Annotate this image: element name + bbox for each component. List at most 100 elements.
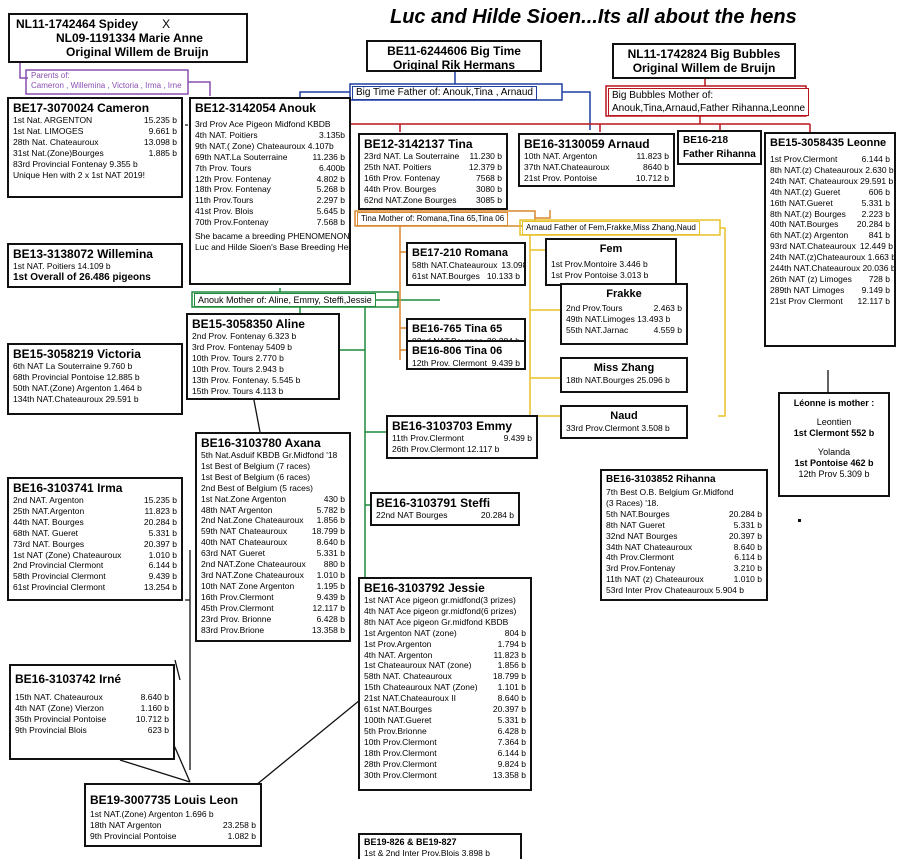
race-result: 1st Nat. LIMOGES — [13, 125, 84, 136]
bird-count: 1.010 b — [148, 549, 177, 560]
bird-count: 3080 b — [476, 183, 502, 194]
race-result: 26th NAT (z) Limoges — [770, 273, 852, 284]
result-row: 134th NAT.Chateauroux 29.591 b — [13, 394, 177, 405]
bird-count: 430 b — [323, 493, 345, 504]
result-row: 3rd Prov Ace Pigeon Midfond KBDB — [195, 119, 345, 130]
bird-count: 7568 b — [476, 172, 502, 183]
race-result: 26th Prov.Clermont 12.117 b — [392, 443, 500, 454]
bird-count: 2.463 b — [653, 303, 682, 313]
race-result: 134th NAT.Chateauroux 29.591 b — [13, 393, 139, 404]
bird-count: 12.117 b — [312, 602, 345, 613]
race-result: 45th Prov.Clermont — [201, 602, 274, 613]
race-result: 70th Prov.Fontenay — [195, 217, 269, 228]
race-result: 11th Prov.Clermont — [392, 433, 464, 443]
race-result: 35th Provincial Pontoise — [15, 713, 107, 724]
result-row: 10th Prov. Tours 2.770 b — [192, 353, 334, 364]
result-row: 7th Best O.B. Belgium Gr.Midfond — [606, 487, 762, 498]
race-result: 2nd Prov. Fontenay 6.323 b — [192, 331, 297, 341]
result-row: 8th NAT.(z) Chateauroux 2.630 b — [770, 165, 894, 176]
bird-count: 6.400b — [319, 162, 345, 173]
parents-of-label: Parents of: Cameron , Willemina , Victor… — [28, 71, 185, 91]
race-result: 12th Prov. Fontenay — [195, 173, 271, 184]
bird-count: 1.195 b — [316, 580, 345, 591]
result-list: 1st & 2nd Inter Prov.Blois 3.898 b — [364, 848, 516, 859]
bird-count: 18.799 b — [311, 526, 345, 537]
race-result: 21st Prov. Pontoise — [524, 172, 598, 183]
race-result: 93rd NAT.Chateauroux — [770, 241, 856, 252]
race-result: 18th Prov.Clermont — [364, 747, 437, 758]
race-result: 18th NAT.Bourges 25.096 b — [566, 375, 670, 385]
race-result: 10th NAT Zone Argenton — [201, 580, 295, 591]
race-result: 68th NAT. Gueret — [13, 527, 79, 538]
result-row: 13th Prov. Fontenay. 5.545 b — [192, 375, 334, 386]
bird-count: 13.098 b — [501, 260, 526, 270]
bird-count: 20.284 b — [480, 510, 514, 520]
race-result: (3 Races) '18. — [606, 497, 659, 508]
bird-count: 1.794 b — [497, 638, 526, 649]
race-result: 23rd NAT. La Souterraine — [364, 151, 460, 161]
race-result: 25th NAT. Poitiers — [364, 161, 432, 172]
race-result: 15th Prov. Tours 4.113 b — [192, 385, 284, 396]
bird-count: 5.331 b — [497, 714, 526, 725]
race-result: 16th Prov. Fontenay — [364, 172, 440, 183]
result-row: 6th NAT La Souterraine 9.760 b — [13, 361, 177, 372]
race-result: 10th NAT. Argenton — [524, 151, 598, 161]
race-result: 21st Prov Clermont — [770, 295, 843, 306]
result-list: 7th Best O.B. Belgium Gr.Midfond(3 Races… — [606, 487, 762, 596]
race-result: 61st Provincial Clermont — [13, 582, 106, 593]
bird-count: 6.144 b — [861, 154, 890, 164]
bird-count: 841 b — [868, 230, 890, 241]
tina-box: BE12-3142137 Tina 23rd NAT. La Souterrai… — [358, 133, 508, 210]
bird-count: 11.823 b — [493, 649, 526, 660]
race-result: 9th NAT.( Zone) Chateauroux 4.107b — [195, 140, 334, 151]
race-result: 12th Prov. Clermont — [412, 358, 487, 368]
race-result: 40th NAT.Bourges — [770, 219, 839, 230]
race-result: 23rd Prov. Brionne — [201, 613, 272, 624]
race-result: 48th NAT Argenton — [201, 504, 273, 515]
result-row: 5th Nat.Asduif KBDB Gr.Midfond '18 — [201, 450, 345, 461]
race-result: 37th NAT.Chateauroux — [524, 161, 610, 172]
race-result: 18th Prov. Fontenay — [195, 184, 271, 195]
bird-count: 9.661 b — [148, 125, 177, 136]
result-row: 24th NAT. Chateauroux 29.591 b — [770, 176, 893, 187]
anouk-note-1: She bacame a breeding PHENOMENON! — [195, 231, 351, 242]
race-result: 10th Prov. Tours 2.770 b — [192, 352, 284, 363]
race-result: 1st NAT.(Zone) Argenton 1.696 b — [90, 809, 214, 819]
bird-count: 11.230 b — [469, 151, 502, 161]
bird-count: 6.114 b — [734, 552, 762, 563]
race-result: 50th NAT.(Zone) Argenton 1.464 b — [13, 382, 142, 393]
race-result: 16th NAT.Gueret — [770, 197, 833, 208]
result-row: 1st Best of Belgium (7 races) — [201, 461, 345, 472]
